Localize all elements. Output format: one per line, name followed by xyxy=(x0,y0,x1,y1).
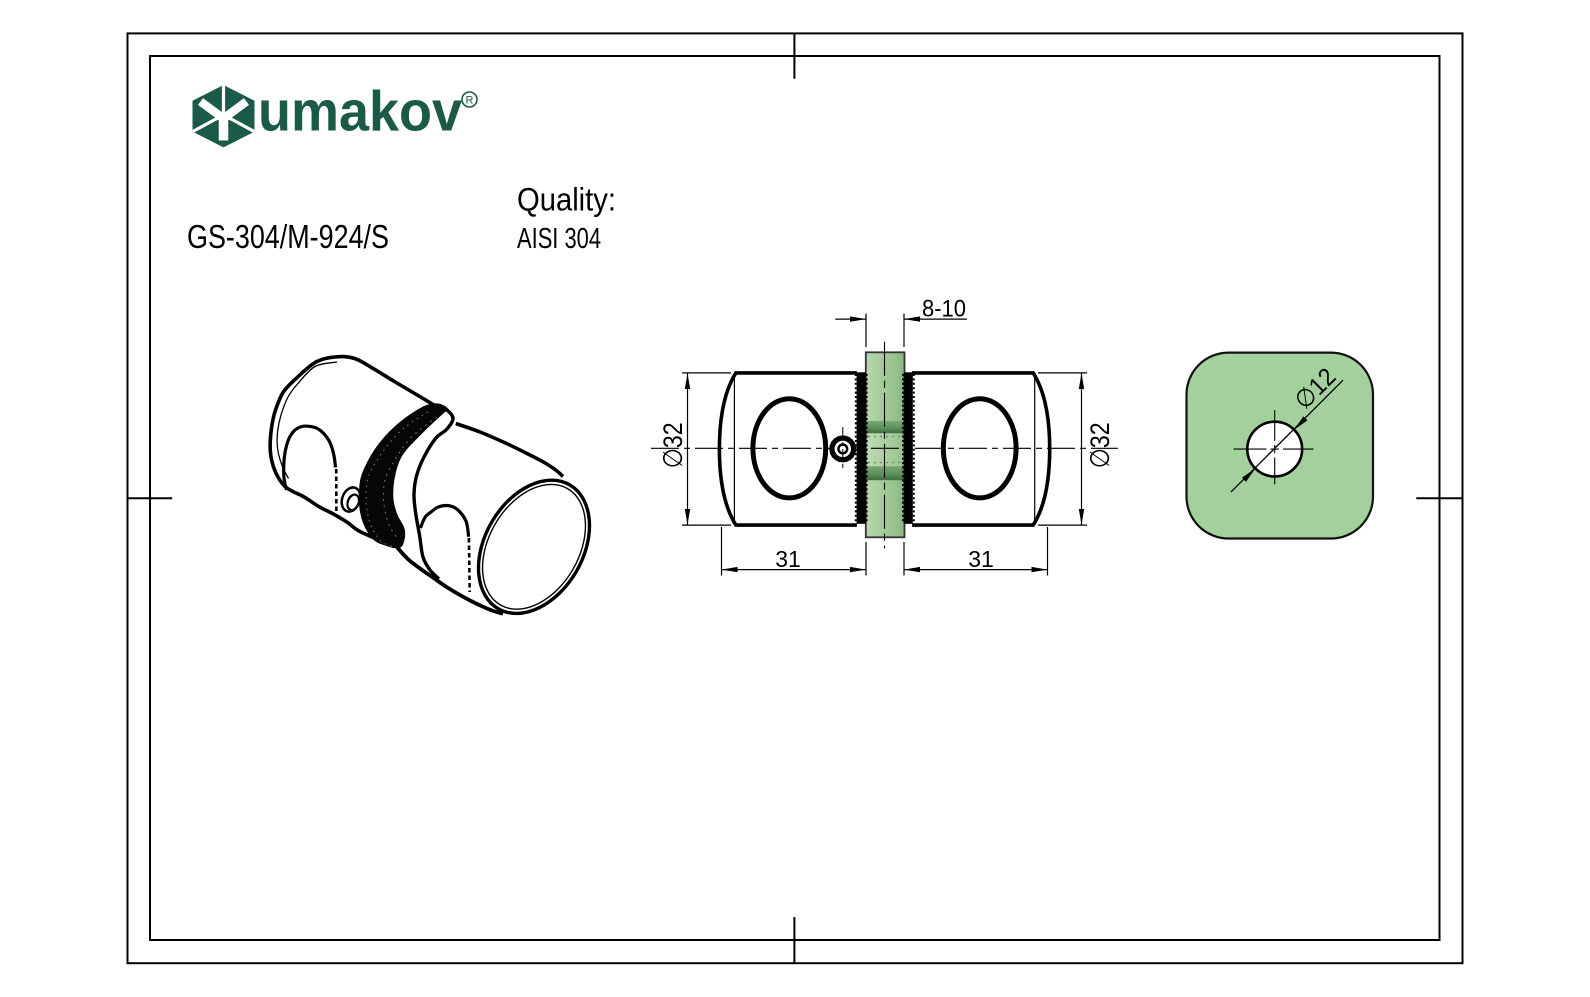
svg-text:∅32: ∅32 xyxy=(658,422,688,468)
svg-text:∅32: ∅32 xyxy=(1085,422,1115,468)
svg-text:umakov: umakov xyxy=(258,80,462,144)
svg-text:R: R xyxy=(466,95,474,107)
svg-text:AISI 304: AISI 304 xyxy=(517,223,601,255)
svg-text:GS-304/M-924/S: GS-304/M-924/S xyxy=(187,218,389,255)
svg-text:31: 31 xyxy=(775,546,801,572)
svg-text:Quality:: Quality: xyxy=(517,182,616,218)
svg-text:31: 31 xyxy=(968,546,994,572)
svg-text:8-10: 8-10 xyxy=(922,295,966,322)
